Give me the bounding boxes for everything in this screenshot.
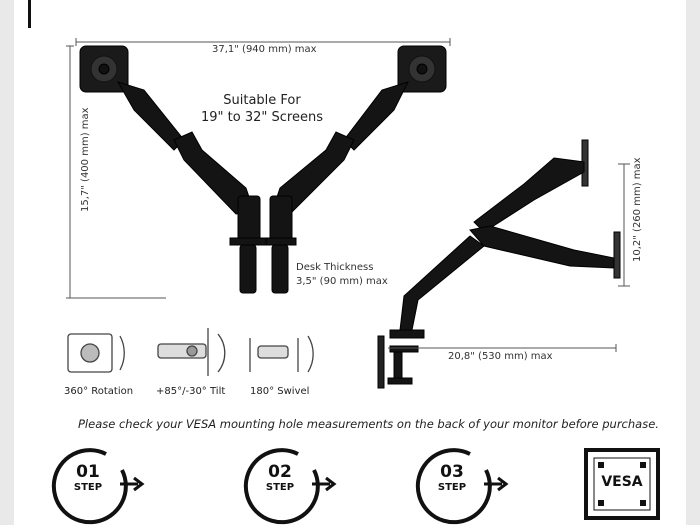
rotation-icon — [67, 333, 125, 373]
feature-tilt-label: +85°/-30° Tilt — [156, 386, 226, 397]
width-dimension-label: 37,1" (940 mm) max — [212, 44, 317, 55]
step-2-badge — [243, 448, 337, 525]
side-view-arm — [377, 139, 621, 389]
step-1-text: 01 STEP — [70, 462, 106, 493]
feature-swivel-label: 180° Swivel — [250, 386, 310, 397]
step-2-number: 02 — [268, 462, 292, 482]
vesa-notice: Please check your VESA mounting hole mea… — [78, 417, 659, 431]
tilt-icon — [157, 328, 226, 376]
vesa-badge — [584, 448, 660, 520]
step-2-text: 02 STEP — [262, 462, 298, 493]
suitable-for-heading: Suitable For 19" to 32" Screens — [192, 92, 332, 126]
desk-thickness-label: Desk Thickness — [296, 262, 374, 273]
side-height-dimension — [618, 163, 630, 287]
suitable-line-2: 19" to 32" Screens — [201, 110, 323, 125]
step-1-number: 01 — [76, 462, 100, 482]
monitor-arm-illustration — [28, 0, 660, 525]
height-dimension-line — [66, 45, 166, 299]
vesa-badge-label: VESA — [601, 474, 643, 490]
product-sheet: 37,1" (940 mm) max 15,7" (400 mm) max De… — [14, 0, 686, 525]
desk-thickness-value: 3,5" (90 mm) max — [296, 276, 388, 287]
step-3-number: 03 — [440, 462, 464, 482]
corner-mark — [28, 0, 31, 28]
step-2-label: STEP — [265, 482, 295, 493]
step-3-text: 03 STEP — [434, 462, 470, 493]
height-dimension-label: 15,7" (400 mm) max — [80, 107, 91, 212]
right-arm — [265, 45, 447, 246]
step-1-badge — [51, 448, 145, 525]
side-depth-label: 20,8" (530 mm) max — [448, 351, 553, 362]
suitable-line-1: Suitable For — [223, 93, 301, 108]
side-depth-dimension — [388, 344, 617, 352]
feature-rotation-label: 360° Rotation — [64, 386, 134, 397]
swivel-icon — [249, 335, 314, 373]
side-height-label: 10,2" (260 mm) max — [632, 157, 643, 262]
step-3-badge — [415, 448, 509, 525]
left-arm — [79, 45, 289, 294]
step-1-label: STEP — [73, 482, 103, 493]
width-dimension-line — [75, 38, 451, 46]
step-3-label: STEP — [437, 482, 467, 493]
